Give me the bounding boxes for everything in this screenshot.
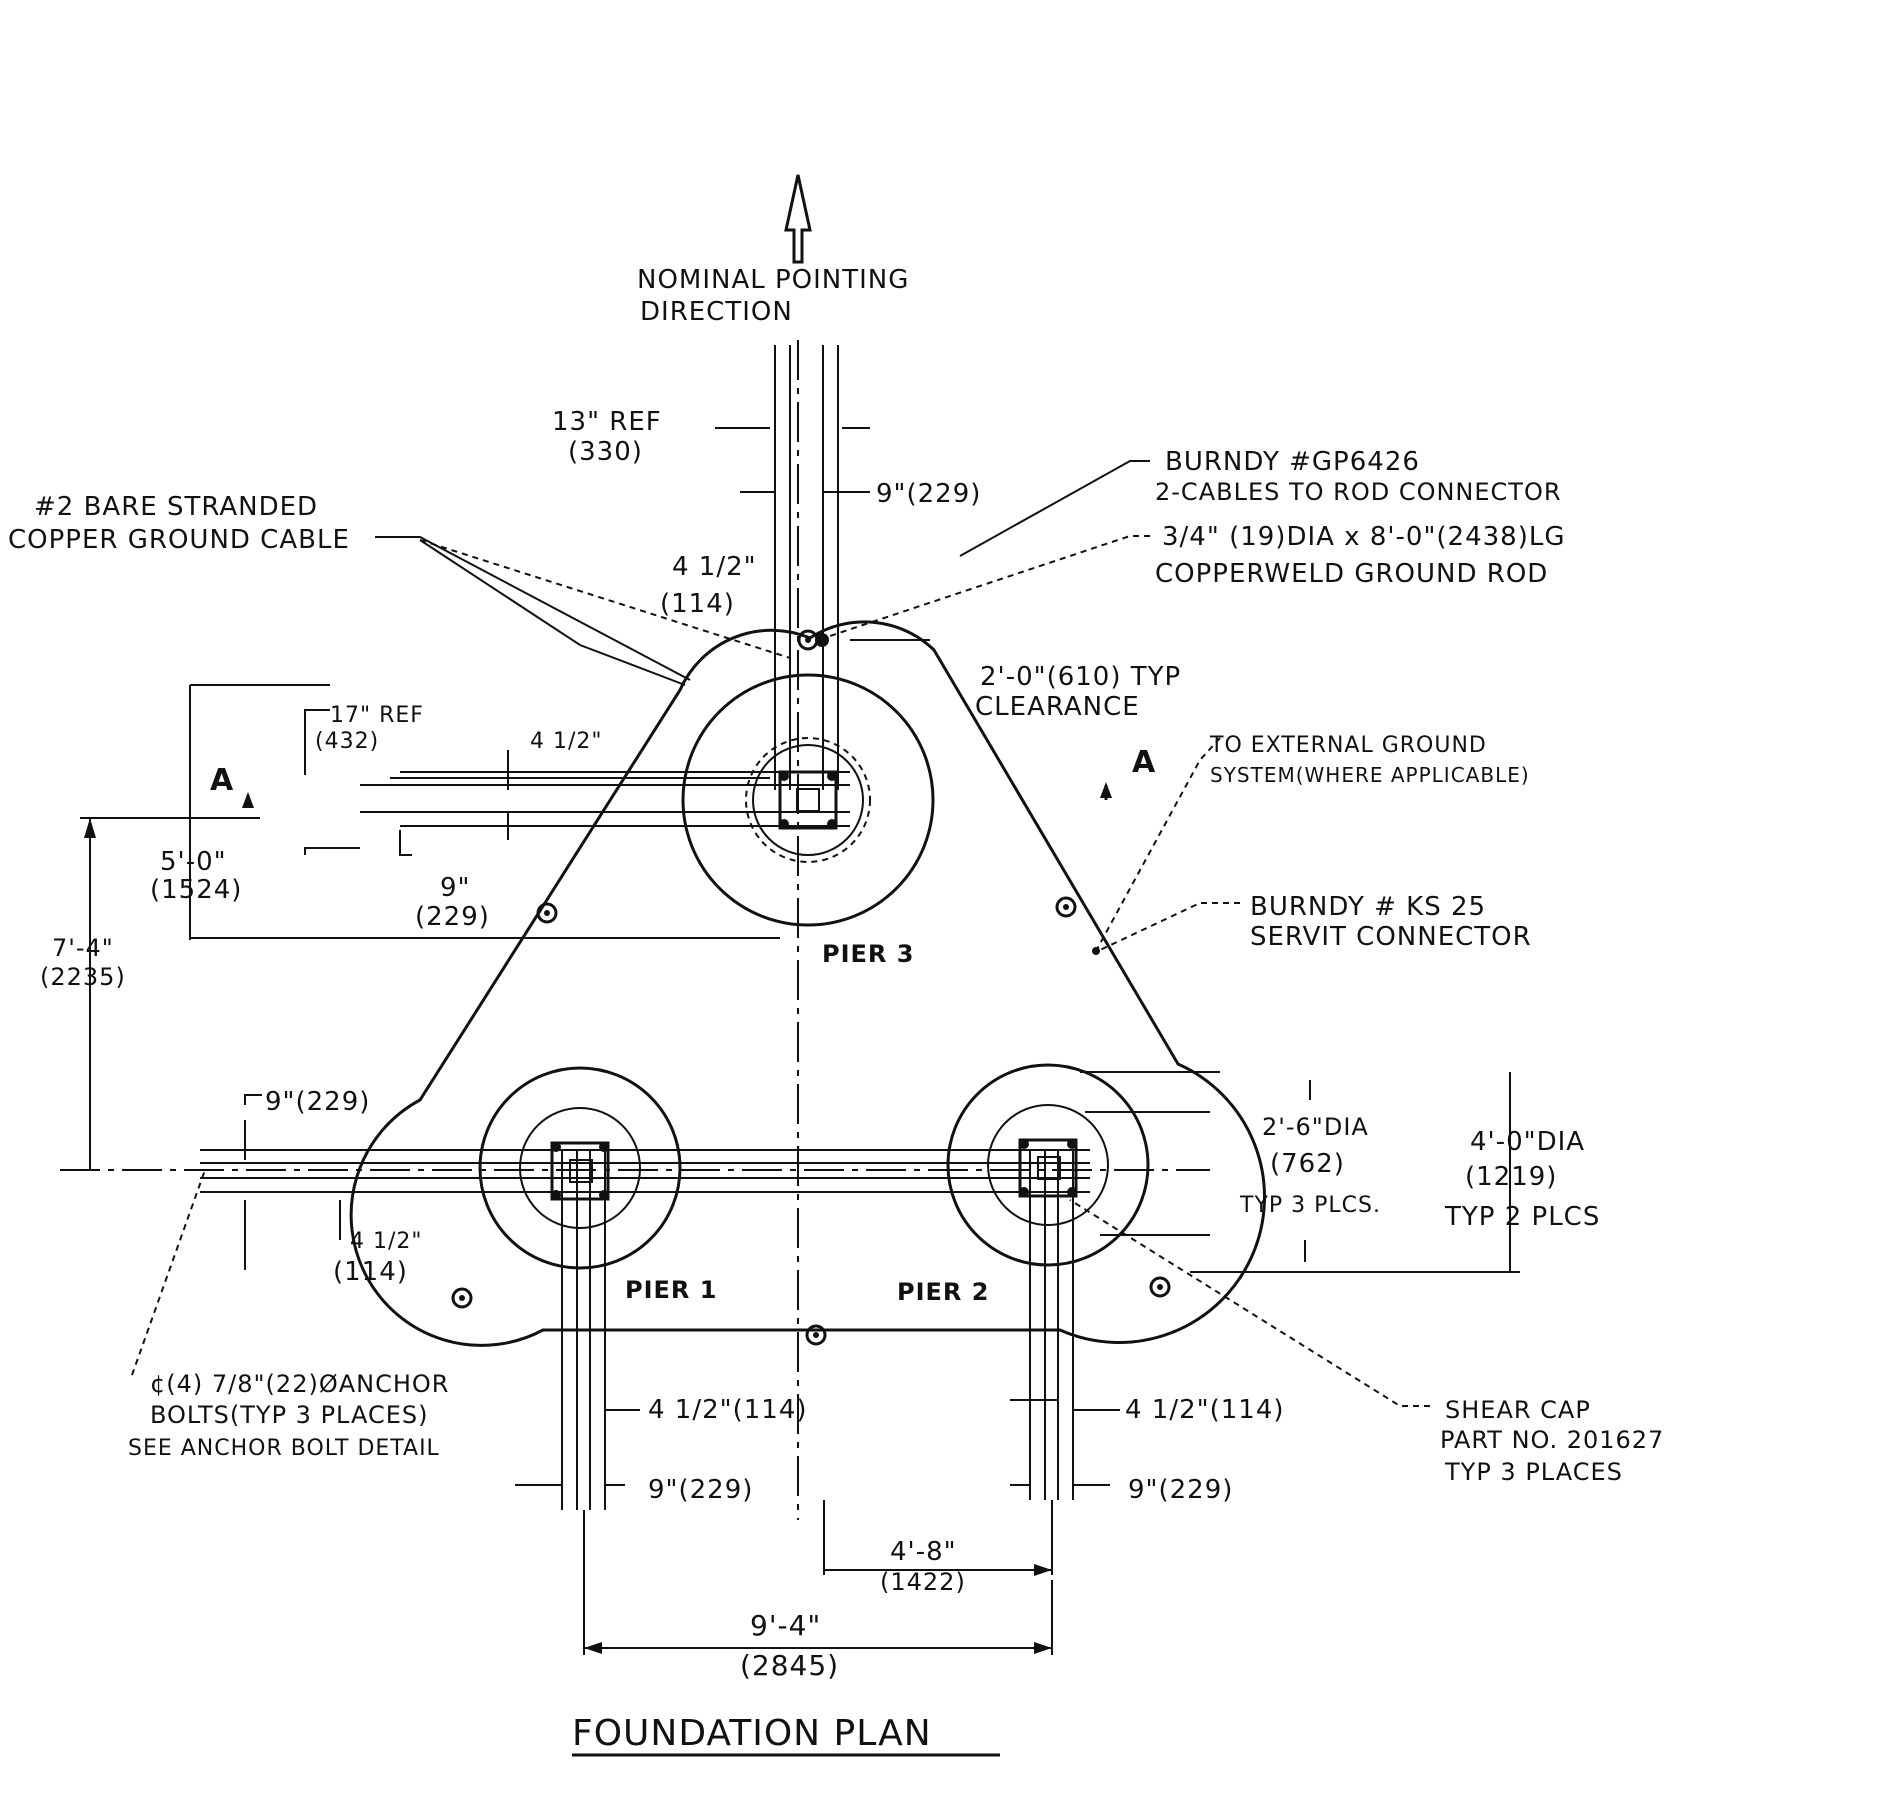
- burndy-ks-line2: SERVIT CONNECTOR: [1250, 922, 1532, 952]
- external-ground-line2: SYSTEM(WHERE APPLICABLE): [1210, 763, 1530, 787]
- burndy-gp-line2: 2-CABLES TO ROD CONNECTOR: [1155, 478, 1562, 506]
- anchor-line3: SEE ANCHOR BOLT DETAIL: [128, 1436, 440, 1461]
- dim-mid-9-line1: 9": [440, 873, 471, 903]
- anchor-line1: ¢(4) 7/8"(22)ØANCHOR: [150, 1370, 449, 1398]
- dim-top-4half-line2: (114): [660, 589, 735, 619]
- anchor-line2: BOLTS(TYP 3 PLACES): [150, 1401, 429, 1429]
- dim-dia-4-0-line3: TYP 2 PLCS: [1444, 1202, 1600, 1232]
- pointing-label: NOMINAL POINTING DIRECTION: [637, 265, 909, 327]
- pier-2: [946, 1063, 1150, 1500]
- dim-9-4-line2: (2845): [740, 1649, 839, 1682]
- shear-cap-line3: TYP 3 PLACES: [1444, 1458, 1623, 1486]
- ground-rod-line1: 3/4" (19)DIA x 8'-0"(2438)LG: [1162, 522, 1566, 552]
- dim-left-4half-line1: 4 1/2": [350, 1229, 423, 1254]
- dim-5-0-line1: 5'-0": [160, 847, 227, 877]
- pier-3-label: PIER 3: [822, 940, 914, 968]
- clearance-line2: CLEARANCE: [975, 692, 1140, 722]
- pointing-line1: NOMINAL POINTING: [637, 265, 909, 295]
- dim-dia-4-0-line1: 4'-0"DIA: [1470, 1127, 1585, 1157]
- ground-cable-line2: COPPER GROUND CABLE: [8, 525, 350, 555]
- dim-p1-9: 9"(229): [648, 1475, 753, 1505]
- leader-lines: [131, 460, 1430, 1407]
- dim-4-8-line1: 4'-8": [890, 1537, 957, 1567]
- section-mark-right: A: [1132, 745, 1156, 780]
- pointing-arrow: [784, 174, 812, 264]
- dim-9-4-line1: 9'-4": [750, 1609, 821, 1642]
- dim-17ref-line1: 17" REF: [330, 703, 424, 728]
- dim-dia-2-6-line2: (762): [1270, 1149, 1345, 1179]
- ground-connectors: [451, 629, 1171, 1346]
- dim-dia-2-6-line3: TYP 3 PLCS.: [1239, 1193, 1381, 1218]
- pier-1: [478, 1066, 682, 1510]
- bolt-lines: [200, 771, 1090, 1193]
- dim-4-8-line2: (1422): [880, 1568, 966, 1596]
- dim-5-0-line2: (1524): [150, 875, 242, 905]
- dim-top-4half-line1: 4 1/2": [672, 552, 757, 582]
- clearance-line1: 2'-0"(610) TYP: [980, 662, 1181, 692]
- dim-left-4half-line2: (114): [333, 1257, 408, 1287]
- external-ground-line1: TO EXTERNAL GROUND: [1209, 733, 1487, 758]
- dimension-lines: [80, 427, 1520, 1655]
- dim-dia-4-0-line2: (1219): [1465, 1162, 1557, 1192]
- pointing-line2: DIRECTION: [640, 297, 793, 327]
- plan-title: FOUNDATION PLAN: [572, 1713, 932, 1754]
- dim-p2-9: 9"(229): [1128, 1475, 1233, 1505]
- shear-cap-line2: PART NO. 201627: [1440, 1426, 1664, 1454]
- section-mark-left: A: [210, 763, 234, 798]
- slab-outline: [349, 620, 1266, 1347]
- dim-7-4-line2: (2235): [40, 963, 126, 991]
- dim-top-9: 9"(229): [876, 479, 981, 509]
- dim-13ref-line2: (330): [568, 437, 643, 467]
- dim-p1-4half: 4 1/2"(114): [648, 1395, 808, 1425]
- dim-p2-4half: 4 1/2"(114): [1125, 1395, 1285, 1425]
- pier-3: [681, 345, 935, 927]
- dim-left-9: 9"(229): [265, 1087, 370, 1117]
- ground-cable-line1: #2 BARE STRANDED: [34, 492, 318, 522]
- dim-mid-9-line2: (229): [415, 902, 490, 932]
- pier-1-label: PIER 1: [625, 1276, 717, 1304]
- center-lines: [60, 340, 1210, 1520]
- shear-cap-line1: SHEAR CAP: [1445, 1396, 1591, 1424]
- dim-7-4-line1: 7'-4": [52, 934, 114, 962]
- dim-dia-2-6-line1: 2'-6"DIA: [1262, 1113, 1369, 1141]
- section-markers: [242, 782, 1112, 808]
- burndy-ks-line1: BURNDY # KS 25: [1250, 892, 1486, 922]
- ground-rod-line2: COPPERWELD GROUND ROD: [1155, 559, 1548, 589]
- dim-mid-4half: 4 1/2": [530, 729, 603, 754]
- pier-2-label: PIER 2: [897, 1278, 989, 1306]
- dim-13ref-line1: 13" REF: [552, 407, 662, 437]
- burndy-gp-line1: BURNDY #GP6426: [1165, 447, 1420, 477]
- dim-17ref-line2: (432): [315, 729, 379, 754]
- title-block: FOUNDATION PLAN: [572, 1713, 1000, 1757]
